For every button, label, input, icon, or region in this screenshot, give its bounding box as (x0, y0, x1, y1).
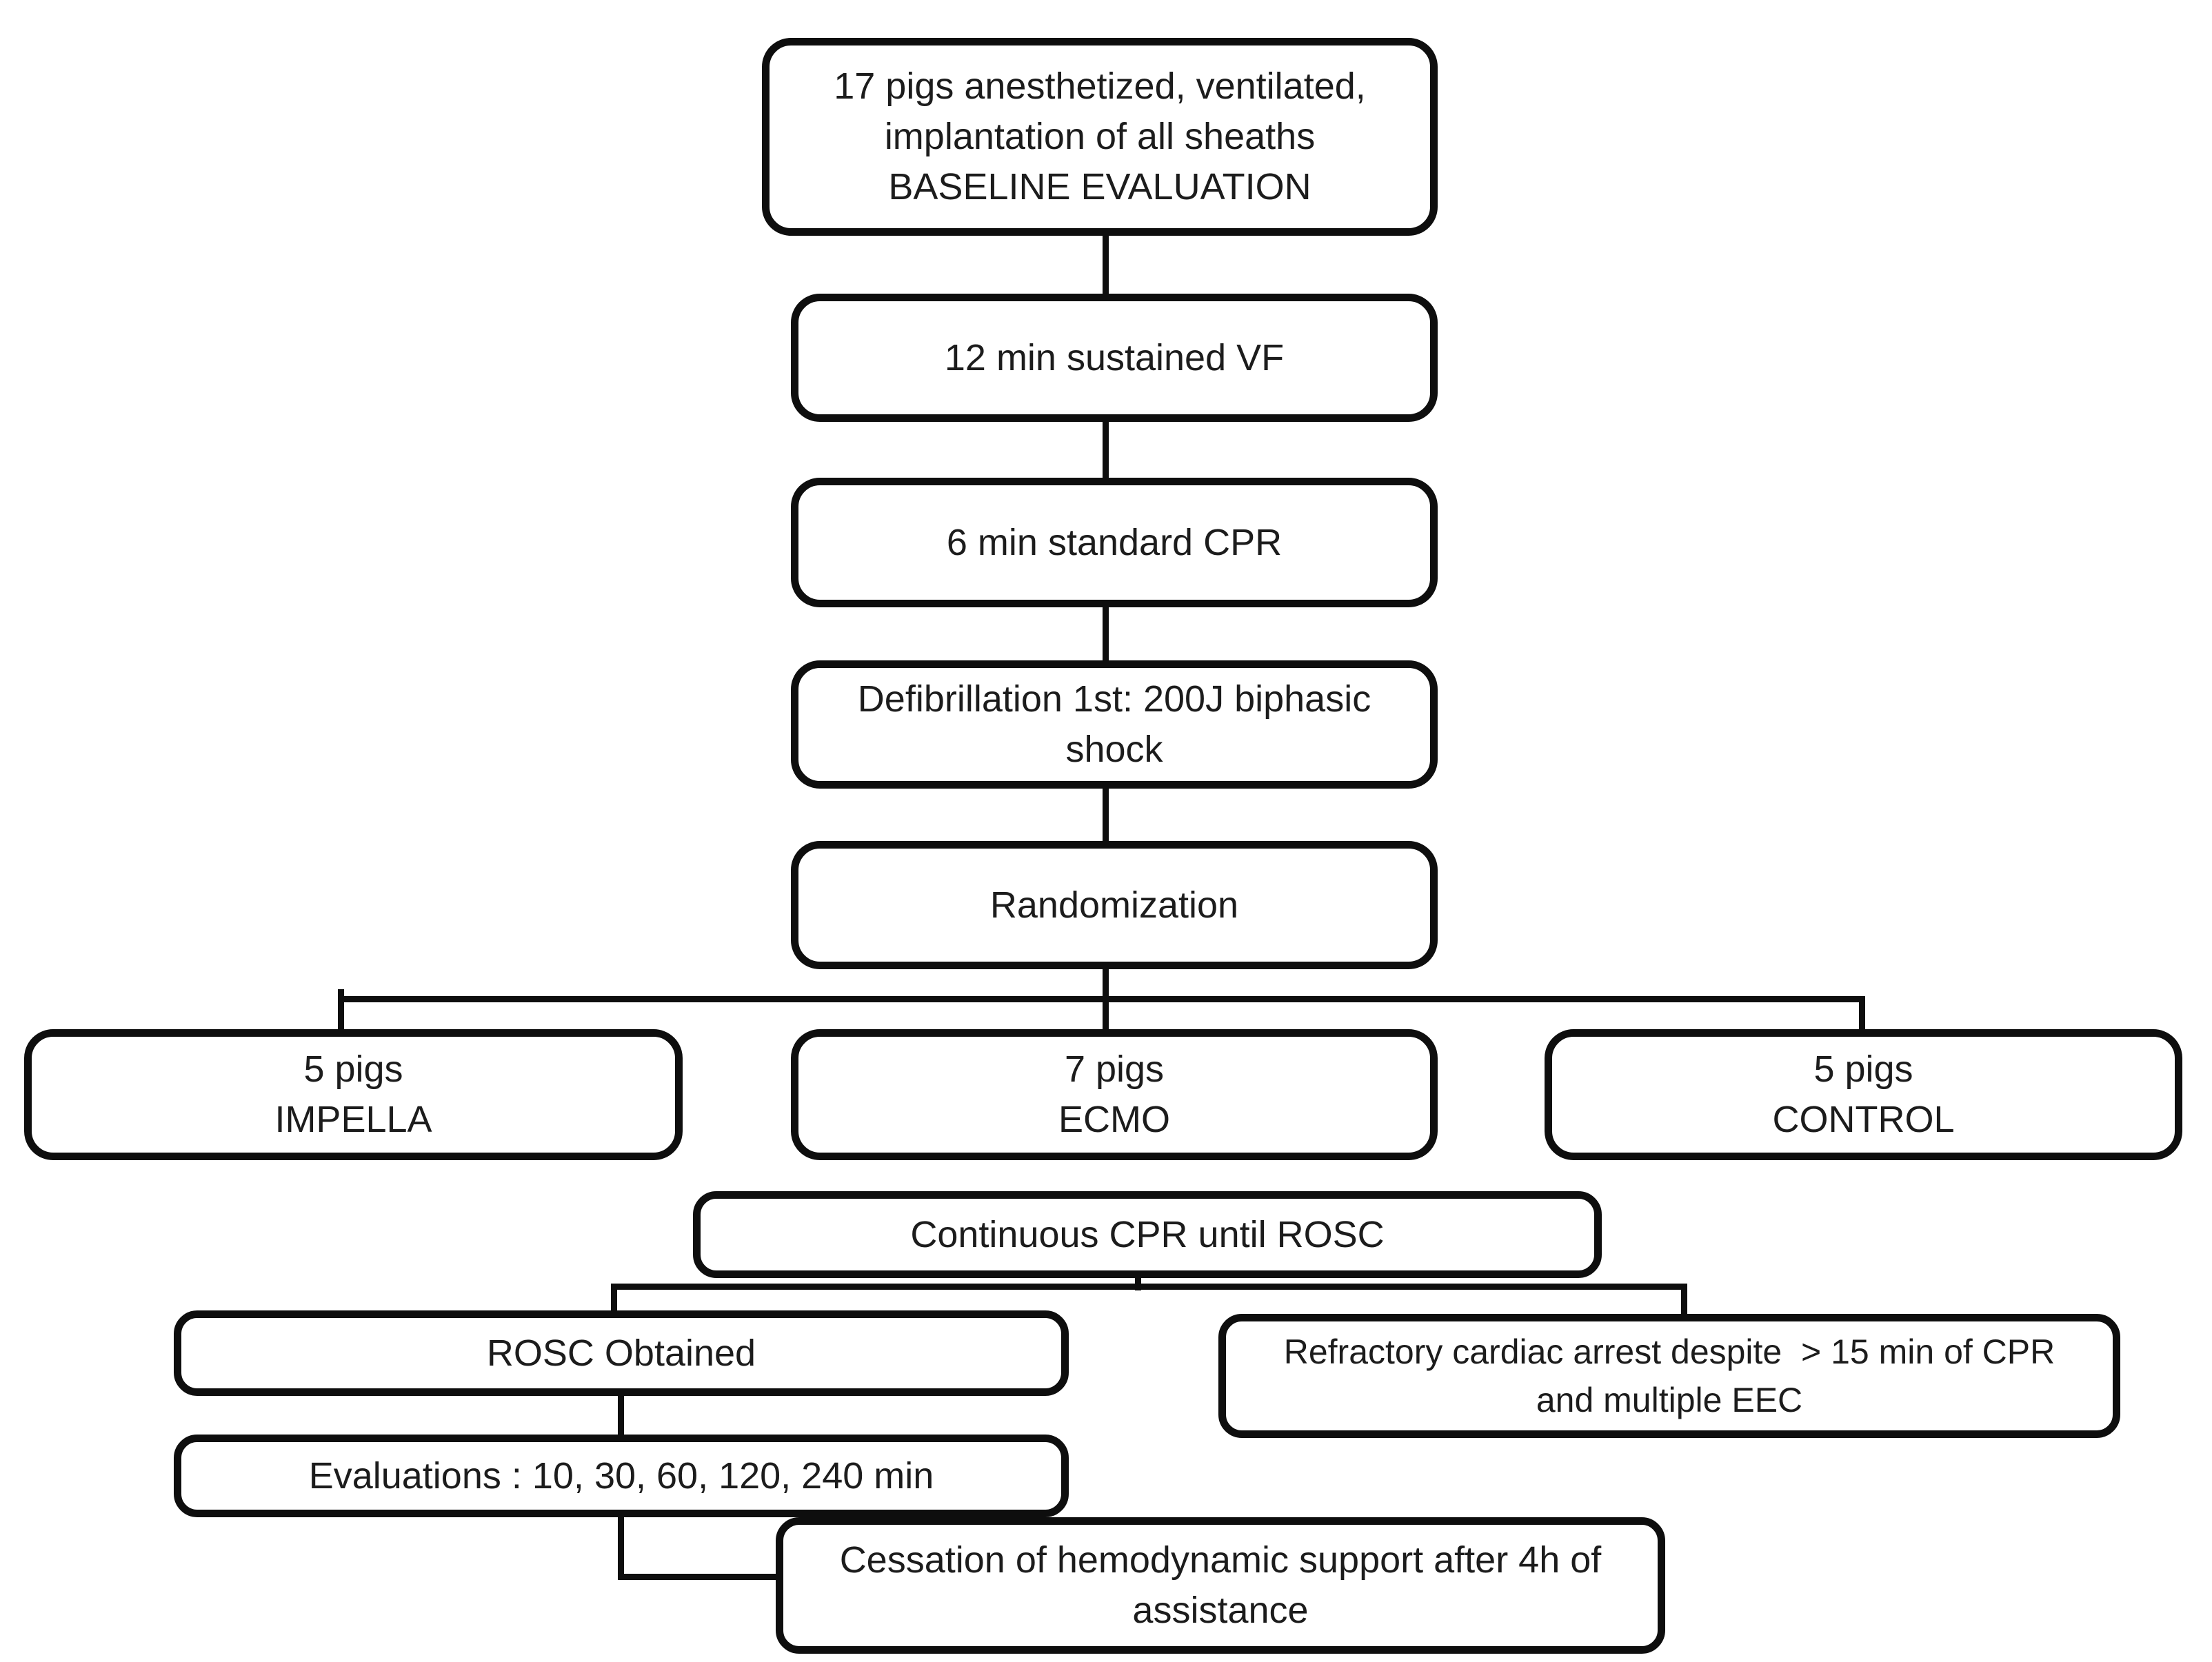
node-refractory-line1: Refractory cardiac arrest despite > 15 m… (1283, 1332, 2055, 1371)
node-control-line2: CONTROL (1772, 1099, 1955, 1140)
node-impella-group: 5 pigs IMPELLA (24, 1029, 683, 1160)
node-cessation-line2: assistance (1132, 1590, 1309, 1631)
node-cessation: Cessation of hemodynamic support after 4… (776, 1517, 1665, 1654)
node-baseline-line3: BASELINE EVALUATION (888, 166, 1311, 207)
node-ecmo-line1: 7 pigs (1064, 1048, 1165, 1090)
branch-drop-ecmo (1103, 999, 1109, 1033)
node-rosc-obtained-line1: ROSC Obtained (486, 1332, 756, 1374)
connector-baseline-to-vf (1103, 232, 1109, 298)
node-refractory-line2: and multiple EEC (1536, 1381, 1803, 1419)
node-control-group: 5 pigs CONTROL (1545, 1029, 2182, 1160)
branch-line-outcome (611, 1284, 1687, 1290)
node-evaluations: Evaluations : 10, 30, 60, 120, 240 min (174, 1435, 1069, 1517)
node-randomization-line1: Randomization (989, 884, 1239, 926)
connector-rosc-to-evaluations (618, 1392, 624, 1440)
node-cessation-line1: Cessation of hemodynamic support after 4… (839, 1539, 1602, 1581)
node-sustained-vf: 12 min sustained VF (791, 294, 1438, 422)
branch-drop-refractory (1681, 1286, 1687, 1321)
node-standard-cpr-line1: 6 min standard CPR (946, 521, 1283, 563)
node-continuous-cpr-line1: Continuous CPR until ROSC (910, 1213, 1385, 1255)
node-baseline: 17 pigs anesthetized, ventilated, implan… (762, 38, 1438, 236)
node-ecmo-group: 7 pigs ECMO (791, 1029, 1438, 1160)
branch-drop-rosc (611, 1286, 617, 1317)
connector-defib-to-randomization (1103, 784, 1109, 845)
node-randomization: Randomization (791, 841, 1438, 969)
node-evaluations-line1: Evaluations : 10, 30, 60, 120, 240 min (308, 1455, 934, 1497)
connector-evaluations-elbow-v (618, 1512, 624, 1580)
connector-evaluations-elbow-h (618, 1574, 780, 1580)
connector-cpr-to-defib (1103, 601, 1109, 665)
node-impella-line1: 5 pigs (303, 1048, 403, 1090)
node-continuous-cpr: Continuous CPR until ROSC (693, 1191, 1602, 1278)
connector-vf-to-cpr (1103, 418, 1109, 482)
node-impella-line2: IMPELLA (274, 1099, 432, 1140)
node-ecmo-line2: ECMO (1058, 1099, 1170, 1140)
node-baseline-line1: 17 pigs anesthetized, ventilated, (834, 65, 1366, 107)
connector-continuouscpr-drop (1135, 1273, 1141, 1290)
node-defibrillation-line1: Defibrillation 1st: 200J biphasic (857, 678, 1371, 720)
node-sustained-vf-line1: 12 min sustained VF (944, 336, 1285, 378)
node-control-line1: 5 pigs (1813, 1048, 1913, 1090)
node-defibrillation-line2: shock (1065, 729, 1163, 770)
node-defibrillation: Defibrillation 1st: 200J biphasic shock (791, 660, 1438, 789)
node-standard-cpr: 6 min standard CPR (791, 478, 1438, 607)
node-baseline-line2: implantation of all sheaths (884, 116, 1316, 157)
branch-drop-control (1859, 999, 1865, 1036)
node-rosc-obtained: ROSC Obtained (174, 1310, 1069, 1396)
node-refractory: Refractory cardiac arrest despite > 15 m… (1218, 1314, 2120, 1438)
connector-randomization-drop (1103, 964, 1109, 1002)
